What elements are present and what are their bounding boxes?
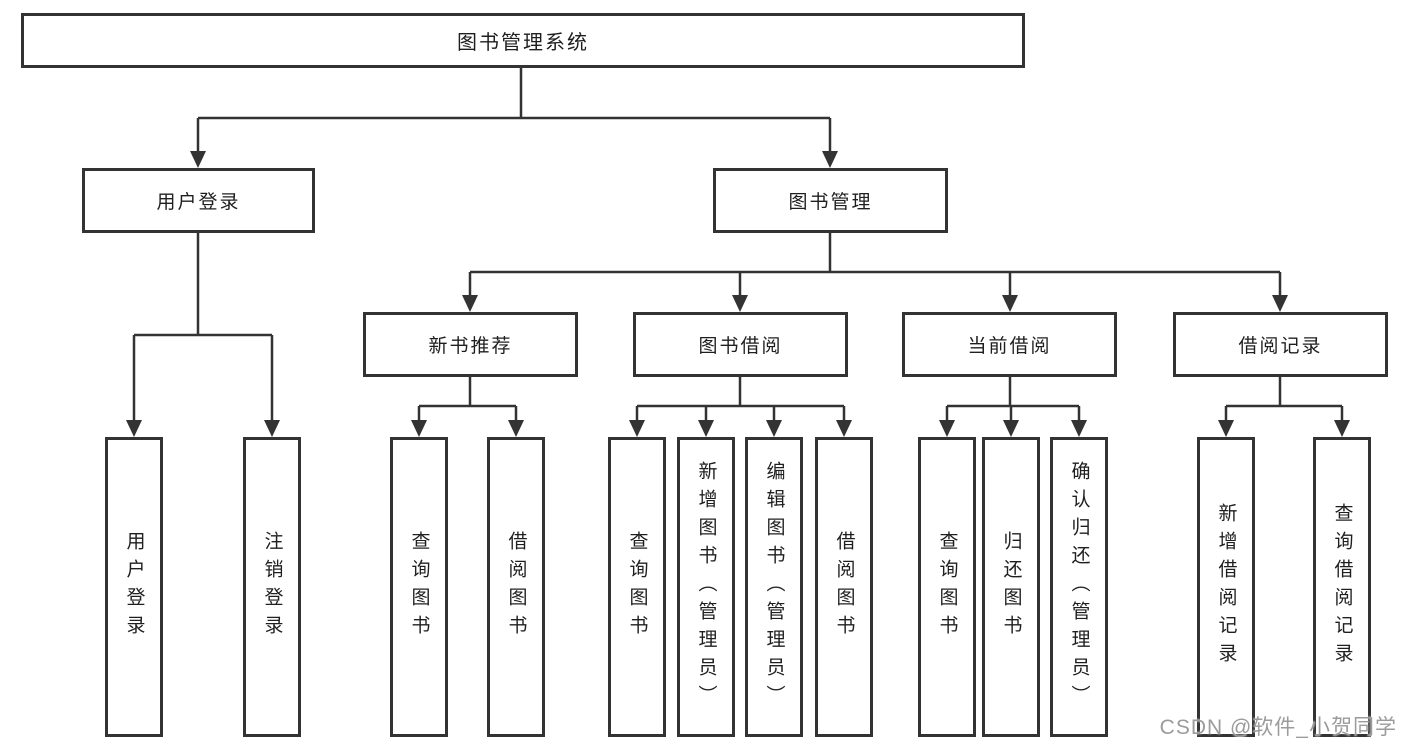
leaf-query-borrow-record-label: 查询借阅记录 — [1331, 503, 1353, 671]
arrowhead-icon — [629, 420, 645, 437]
leaf-edit-book-admin: 编辑图书（管理员） — [745, 437, 803, 737]
arrowhead-icon — [766, 420, 782, 437]
leaf-borrow-books-1-label: 借阅图书 — [505, 531, 527, 643]
node-root: 图书管理系统 — [21, 13, 1025, 68]
leaf-query-books-2-label: 查询图书 — [626, 531, 648, 643]
node-new-book-recommend: 新书推荐 — [363, 312, 578, 377]
connector-records-to-leaves — [1224, 377, 1344, 421]
arrowhead-icon — [836, 420, 852, 437]
connector-userlogin-to-leaves — [132, 233, 274, 421]
leaf-query-borrow-record: 查询借阅记录 — [1313, 437, 1371, 737]
node-root-label: 图书管理系统 — [457, 32, 589, 54]
arrowhead-icon — [698, 420, 714, 437]
watermark: CSDN @软件_小贺同学 — [1159, 716, 1397, 739]
arrowhead-icon — [264, 420, 280, 437]
leaf-return-book-label: 归还图书 — [1000, 531, 1022, 643]
leaf-borrow-books-2: 借阅图书 — [815, 437, 873, 737]
arrowhead-icon — [126, 420, 142, 437]
node-current-borrowing-label: 当前借阅 — [967, 336, 1052, 357]
arrowhead-icon — [822, 151, 838, 168]
node-current-borrowing: 当前借阅 — [902, 312, 1117, 377]
arrowhead-icon — [508, 420, 524, 437]
leaf-add-borrow-record-label: 新增借阅记录 — [1215, 503, 1237, 671]
leaf-logout-label: 注销登录 — [261, 531, 283, 643]
arrowhead-icon — [1003, 420, 1019, 437]
node-book-management-label: 图书管理 — [788, 192, 873, 213]
arrowhead-icon — [939, 420, 955, 437]
arrowhead-icon — [190, 151, 206, 168]
arrowhead-icon — [732, 295, 748, 312]
leaf-query-books-3: 查询图书 — [918, 437, 976, 737]
arrowhead-icon — [411, 420, 427, 437]
connector-bookmgmt-to-level3 — [468, 233, 1282, 296]
connector-root-to-level2 — [196, 68, 832, 151]
leaf-query-books-1-label: 查询图书 — [408, 531, 430, 643]
node-book-management: 图书管理 — [713, 168, 948, 233]
connector-borrowing-to-leaves — [635, 377, 846, 421]
arrowhead-icon — [1218, 420, 1234, 437]
node-user-login-label: 用户登录 — [156, 192, 241, 213]
leaf-return-book: 归还图书 — [982, 437, 1040, 737]
node-new-book-recommend-label: 新书推荐 — [428, 336, 513, 357]
node-book-borrowing-label: 图书借阅 — [698, 336, 783, 357]
node-borrow-records: 借阅记录 — [1173, 312, 1388, 377]
arrowhead-icon — [1272, 295, 1288, 312]
leaf-query-books-1: 查询图书 — [390, 437, 448, 737]
leaf-query-books-3-label: 查询图书 — [936, 531, 958, 643]
connector-newbooks-to-leaves — [417, 377, 518, 421]
arrowhead-icon — [462, 295, 478, 312]
leaf-borrow-books-2-label: 借阅图书 — [833, 531, 855, 643]
leaf-query-books-2: 查询图书 — [608, 437, 666, 737]
leaf-add-borrow-record: 新增借阅记录 — [1197, 437, 1255, 737]
leaf-edit-book-admin-label: 编辑图书（管理员） — [763, 461, 785, 713]
leaf-confirm-return-admin: 确认归还（管理员） — [1050, 437, 1108, 737]
arrowhead-icon — [1071, 420, 1087, 437]
connector-current-to-leaves — [945, 377, 1081, 421]
leaf-confirm-return-admin-label: 确认归还（管理员） — [1068, 461, 1090, 713]
leaf-add-book-admin-label: 新增图书（管理员） — [695, 461, 717, 713]
leaf-add-book-admin: 新增图书（管理员） — [677, 437, 735, 737]
arrowhead-icon — [1334, 420, 1350, 437]
leaf-borrow-books-1: 借阅图书 — [487, 437, 545, 737]
leaf-user-login-label: 用户登录 — [123, 531, 145, 643]
arrowhead-icon — [1002, 295, 1018, 312]
leaf-logout: 注销登录 — [243, 437, 301, 737]
leaf-user-login: 用户登录 — [105, 437, 163, 737]
node-book-borrowing: 图书借阅 — [633, 312, 848, 377]
node-user-login: 用户登录 — [82, 168, 315, 233]
node-borrow-records-label: 借阅记录 — [1238, 336, 1323, 357]
